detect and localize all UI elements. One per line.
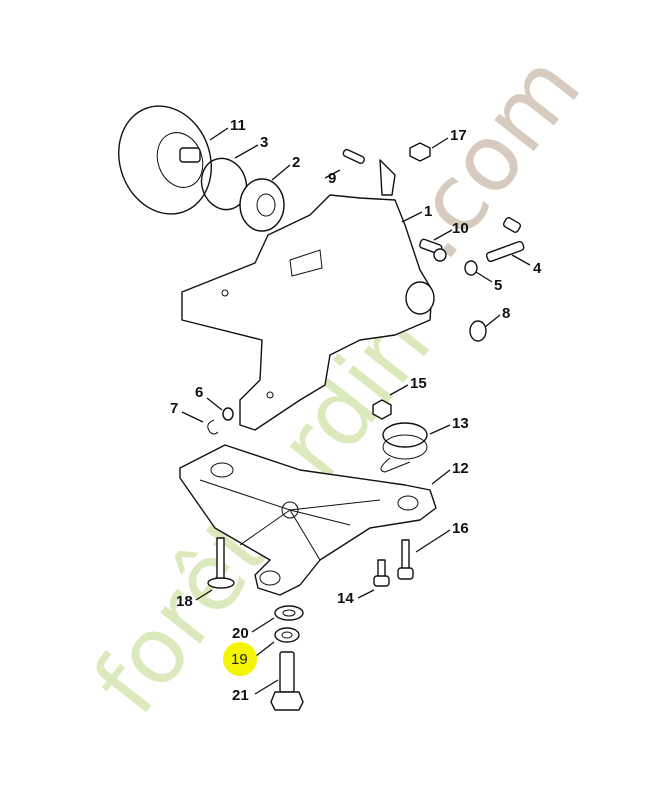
part-4-lever[interactable] xyxy=(485,217,525,263)
label-7[interactable]: 7 xyxy=(170,400,178,417)
part-6-washer[interactable] xyxy=(222,407,234,421)
label-6[interactable]: 6 xyxy=(195,384,203,401)
highlight-19 xyxy=(223,642,257,676)
label-4[interactable]: 4 xyxy=(533,260,542,277)
label-3[interactable]: 3 xyxy=(260,134,268,151)
label-10[interactable]: 10 xyxy=(452,220,469,237)
label-16[interactable]: 16 xyxy=(452,520,469,537)
part-labels: 11 3 2 9 17 1 10 4 5 8 6 7 15 13 12 16 1… xyxy=(170,117,542,704)
part-21-bolt[interactable] xyxy=(270,651,304,711)
part-13-spring[interactable] xyxy=(380,422,428,473)
part-11-clutch-drum[interactable] xyxy=(104,93,226,227)
label-5[interactable]: 5 xyxy=(494,277,502,294)
part-19-lock-washer[interactable] xyxy=(274,627,300,643)
part-5-spring[interactable] xyxy=(464,260,478,276)
part-10-screw[interactable] xyxy=(419,238,447,262)
part-17-nut[interactable] xyxy=(409,142,431,162)
part-20-washer[interactable] xyxy=(274,605,304,621)
label-2[interactable]: 2 xyxy=(292,154,300,171)
label-13[interactable]: 13 xyxy=(452,415,469,432)
part-1-housing[interactable] xyxy=(181,159,435,431)
label-9[interactable]: 9 xyxy=(328,170,336,187)
part-9-pin[interactable] xyxy=(342,148,365,165)
part-2-bearing[interactable] xyxy=(239,178,285,232)
label-1[interactable]: 1 xyxy=(424,203,432,220)
part-14-screw[interactable] xyxy=(373,559,390,587)
part-15-nut[interactable] xyxy=(372,399,392,420)
label-15[interactable]: 15 xyxy=(410,375,427,392)
label-18[interactable]: 18 xyxy=(176,593,193,610)
part-3-circlip[interactable] xyxy=(194,152,253,216)
label-19[interactable]: 19 xyxy=(231,651,248,668)
label-20[interactable]: 20 xyxy=(232,625,249,642)
part-7-clip[interactable] xyxy=(207,419,219,435)
label-8[interactable]: 8 xyxy=(502,305,510,322)
part-8-washer[interactable] xyxy=(469,320,487,342)
part-12-base-plate[interactable] xyxy=(179,444,437,596)
label-12[interactable]: 12 xyxy=(452,460,469,477)
leader-lines xyxy=(181,127,531,695)
label-14[interactable]: 14 xyxy=(337,590,354,607)
label-11[interactable]: 11 xyxy=(230,117,246,134)
label-21[interactable]: 21 xyxy=(232,687,249,704)
part-16-screw[interactable] xyxy=(397,539,414,580)
part-18-stud[interactable] xyxy=(207,537,235,589)
label-17[interactable]: 17 xyxy=(450,127,467,144)
